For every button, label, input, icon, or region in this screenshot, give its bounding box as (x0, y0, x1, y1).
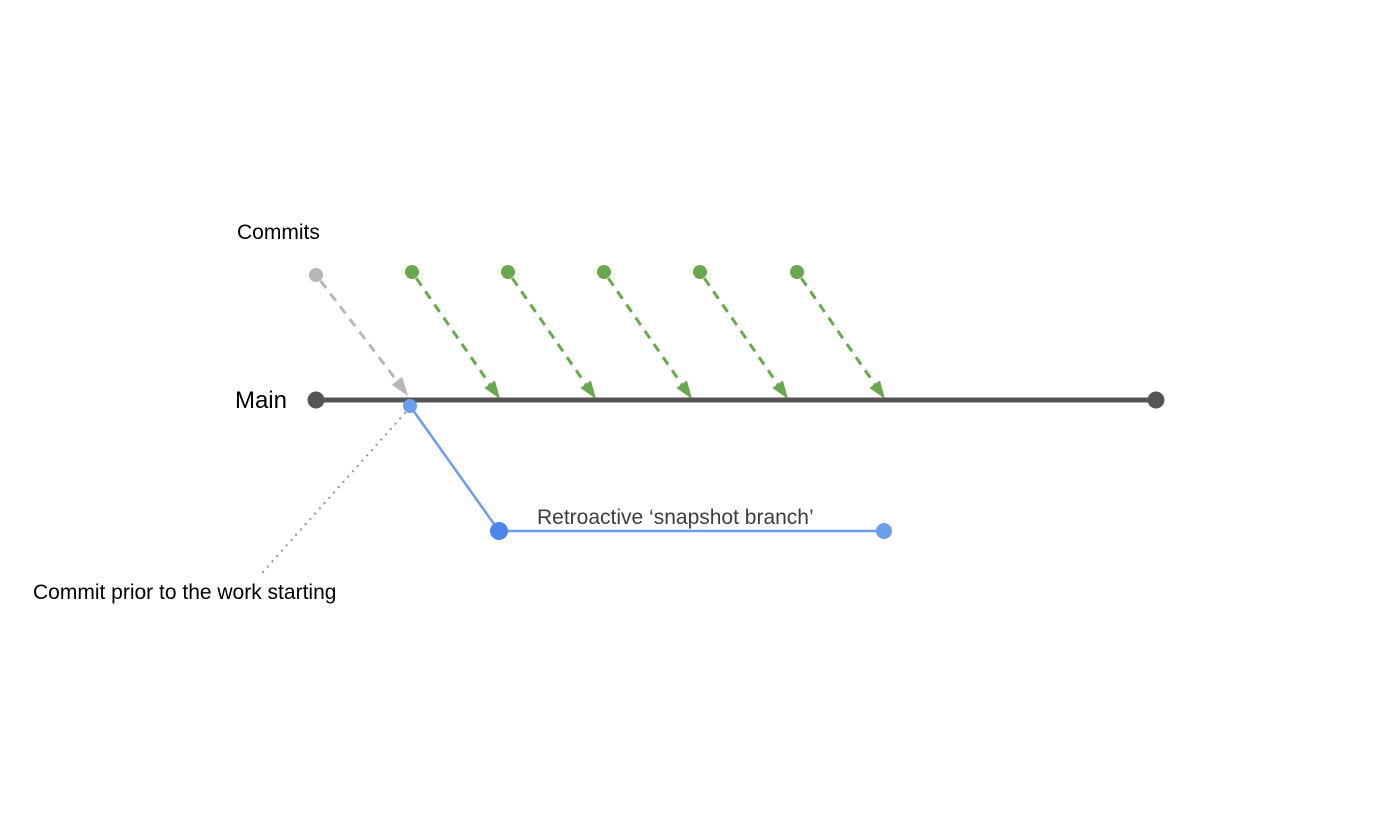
annotation-label: Commit prior to the work starting (33, 581, 336, 604)
main-branch-label: Main (235, 387, 287, 414)
pre-work-arrowhead (391, 376, 408, 396)
branch-point-dot (403, 399, 417, 413)
pre-work-commit-dot (309, 268, 323, 282)
annotation-pointer-line (260, 411, 407, 575)
main-start-dot (307, 391, 325, 409)
main-end-dot (1147, 391, 1165, 409)
work-commit-1 (403, 263, 502, 401)
work-commit-4 (691, 263, 790, 401)
main-branch (307, 391, 1165, 409)
snapshot-first-commit-dot (490, 522, 508, 540)
work-commit-5 (788, 263, 887, 401)
work-commit-3 (595, 263, 694, 401)
snapshot-head-dot (876, 523, 892, 539)
work-commit-2 (499, 263, 598, 401)
commits-heading: Commits (237, 221, 320, 244)
pre-work-commit (309, 268, 408, 396)
snapshot-branch-label: Retroactive ‘snapshot branch’ (537, 506, 814, 529)
work-commits (403, 263, 887, 401)
pre-work-arrow-shaft (319, 279, 398, 382)
